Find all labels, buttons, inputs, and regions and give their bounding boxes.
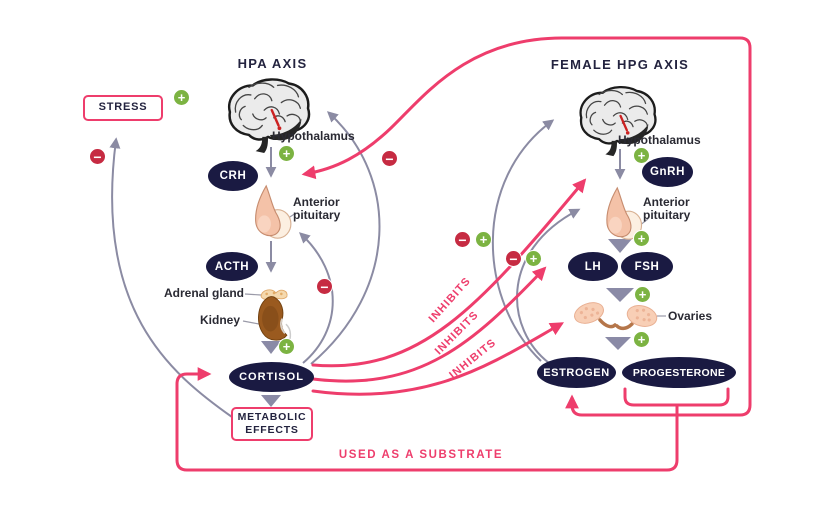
hpa-hypothalamus-label: Hypothalamus (272, 129, 355, 143)
plus-glyph: + (638, 287, 647, 302)
plus-glyph: + (637, 332, 646, 347)
triangle-pituitary-to-lhfsh (608, 239, 632, 253)
plus-glyph: + (637, 148, 646, 163)
progesterone-node: PROGESTERONE (622, 357, 736, 388)
arrow-cortisol-to-hypothalamus (310, 111, 381, 365)
minus-glyph: − (320, 278, 329, 295)
minus-glyph: − (458, 231, 467, 248)
hpa-cortisol-plus-badge: + (278, 338, 295, 355)
acth-node: ACTH (206, 252, 258, 281)
arrow-cortisol-to-pituitary (298, 232, 334, 364)
kidney-label: Kidney (199, 313, 240, 327)
pink-pathways (175, 36, 752, 472)
cortisol-node: CORTISOL (229, 362, 314, 392)
hpg-pituitary-plus-badge: + (633, 230, 650, 247)
adrenal-gland-label: Adrenal gland (163, 286, 244, 300)
hpa-anterior-pituitary-label-line1: Anterior (293, 195, 340, 209)
loop-hormones-to-crh-and-estrogen (301, 36, 752, 417)
inhibits-curve-ovaries (311, 322, 565, 396)
hpg-lhfsh-plus-badge: + (634, 286, 651, 303)
minus-glyph: − (93, 148, 102, 165)
plus-glyph: + (637, 231, 646, 246)
plus-glyph: + (479, 232, 488, 247)
crh-node: CRH (208, 161, 258, 191)
stress-label: STRESS (98, 101, 148, 114)
ovaries-icon (572, 300, 660, 332)
hpg-axis-title: FEMALE HPG AXIS (550, 57, 690, 72)
stress-box: STRESS (83, 95, 163, 121)
gnrh-node: GnRH (642, 157, 693, 187)
metabolic-effects-box: METABOLIC EFFECTS (231, 407, 313, 441)
plus-glyph: + (282, 146, 291, 161)
estrogen-hypothalamus-plus-badge: + (475, 231, 492, 248)
triangle-adrenal-to-cortisol (261, 341, 281, 354)
inhibits-curve-gnrh (311, 178, 587, 368)
hpg-ovaries-plus-badge: + (633, 331, 650, 348)
hpg-anterior-pituitary-label-line2: pituitary (643, 208, 691, 223)
inhibits-curve-lh (311, 266, 547, 383)
triangle-lhfsh-to-ovaries (606, 288, 634, 302)
hpg-hypothalamus-label: Hypothalamus (618, 133, 701, 147)
hpa-anterior-pituitary-label-line2: pituitary (293, 208, 341, 223)
metabolic-label-line2: EFFECTS (245, 424, 299, 436)
lh-node: LH (568, 252, 618, 281)
substrate-path-to-cortisol (175, 367, 679, 472)
estrogen-pituitary-plus-badge: + (525, 250, 542, 267)
plus-glyph: + (282, 339, 291, 354)
metabolic-label-line1: METABOLIC (237, 410, 307, 423)
plus-glyph: + (529, 251, 538, 266)
triangle-ovaries-to-hormones (605, 337, 631, 350)
cortisol-pituitary-minus-badge: − (316, 278, 333, 295)
arrow-metabolic-to-stress (109, 137, 233, 418)
plus-glyph: + (177, 90, 186, 105)
used-as-substrate-label: USED AS A SUBSTRATE (338, 449, 504, 461)
hpg-hypothalamus-plus-badge: + (633, 147, 650, 164)
hpg-anterior-pituitary-label-line1: Anterior (643, 195, 690, 209)
estrogen-pituitary-minus-badge: − (505, 250, 522, 267)
minus-glyph: − (509, 250, 518, 267)
stress-plus-badge: + (173, 89, 190, 106)
hpa-axis-title: HPA AXIS (237, 56, 308, 71)
estrogen-node: ESTROGEN (537, 357, 616, 388)
kidney-adrenal-icon (257, 288, 292, 345)
grey-step-triangles (261, 239, 634, 407)
hpa-pituitary-icon (255, 185, 292, 239)
progesterone-bracket (623, 387, 730, 407)
triangle-cortisol-to-metabolic (261, 395, 281, 407)
hpa-hypothalamus-plus-badge: + (278, 145, 295, 162)
estrogen-hypothalamus-minus-badge: − (454, 231, 471, 248)
minus-glyph: − (385, 150, 394, 167)
stress-feedback-minus-badge: − (89, 148, 106, 165)
ovaries-label: Ovaries (668, 309, 713, 323)
cortisol-hypothalamus-minus-badge: − (381, 150, 398, 167)
fsh-node: FSH (621, 252, 673, 281)
